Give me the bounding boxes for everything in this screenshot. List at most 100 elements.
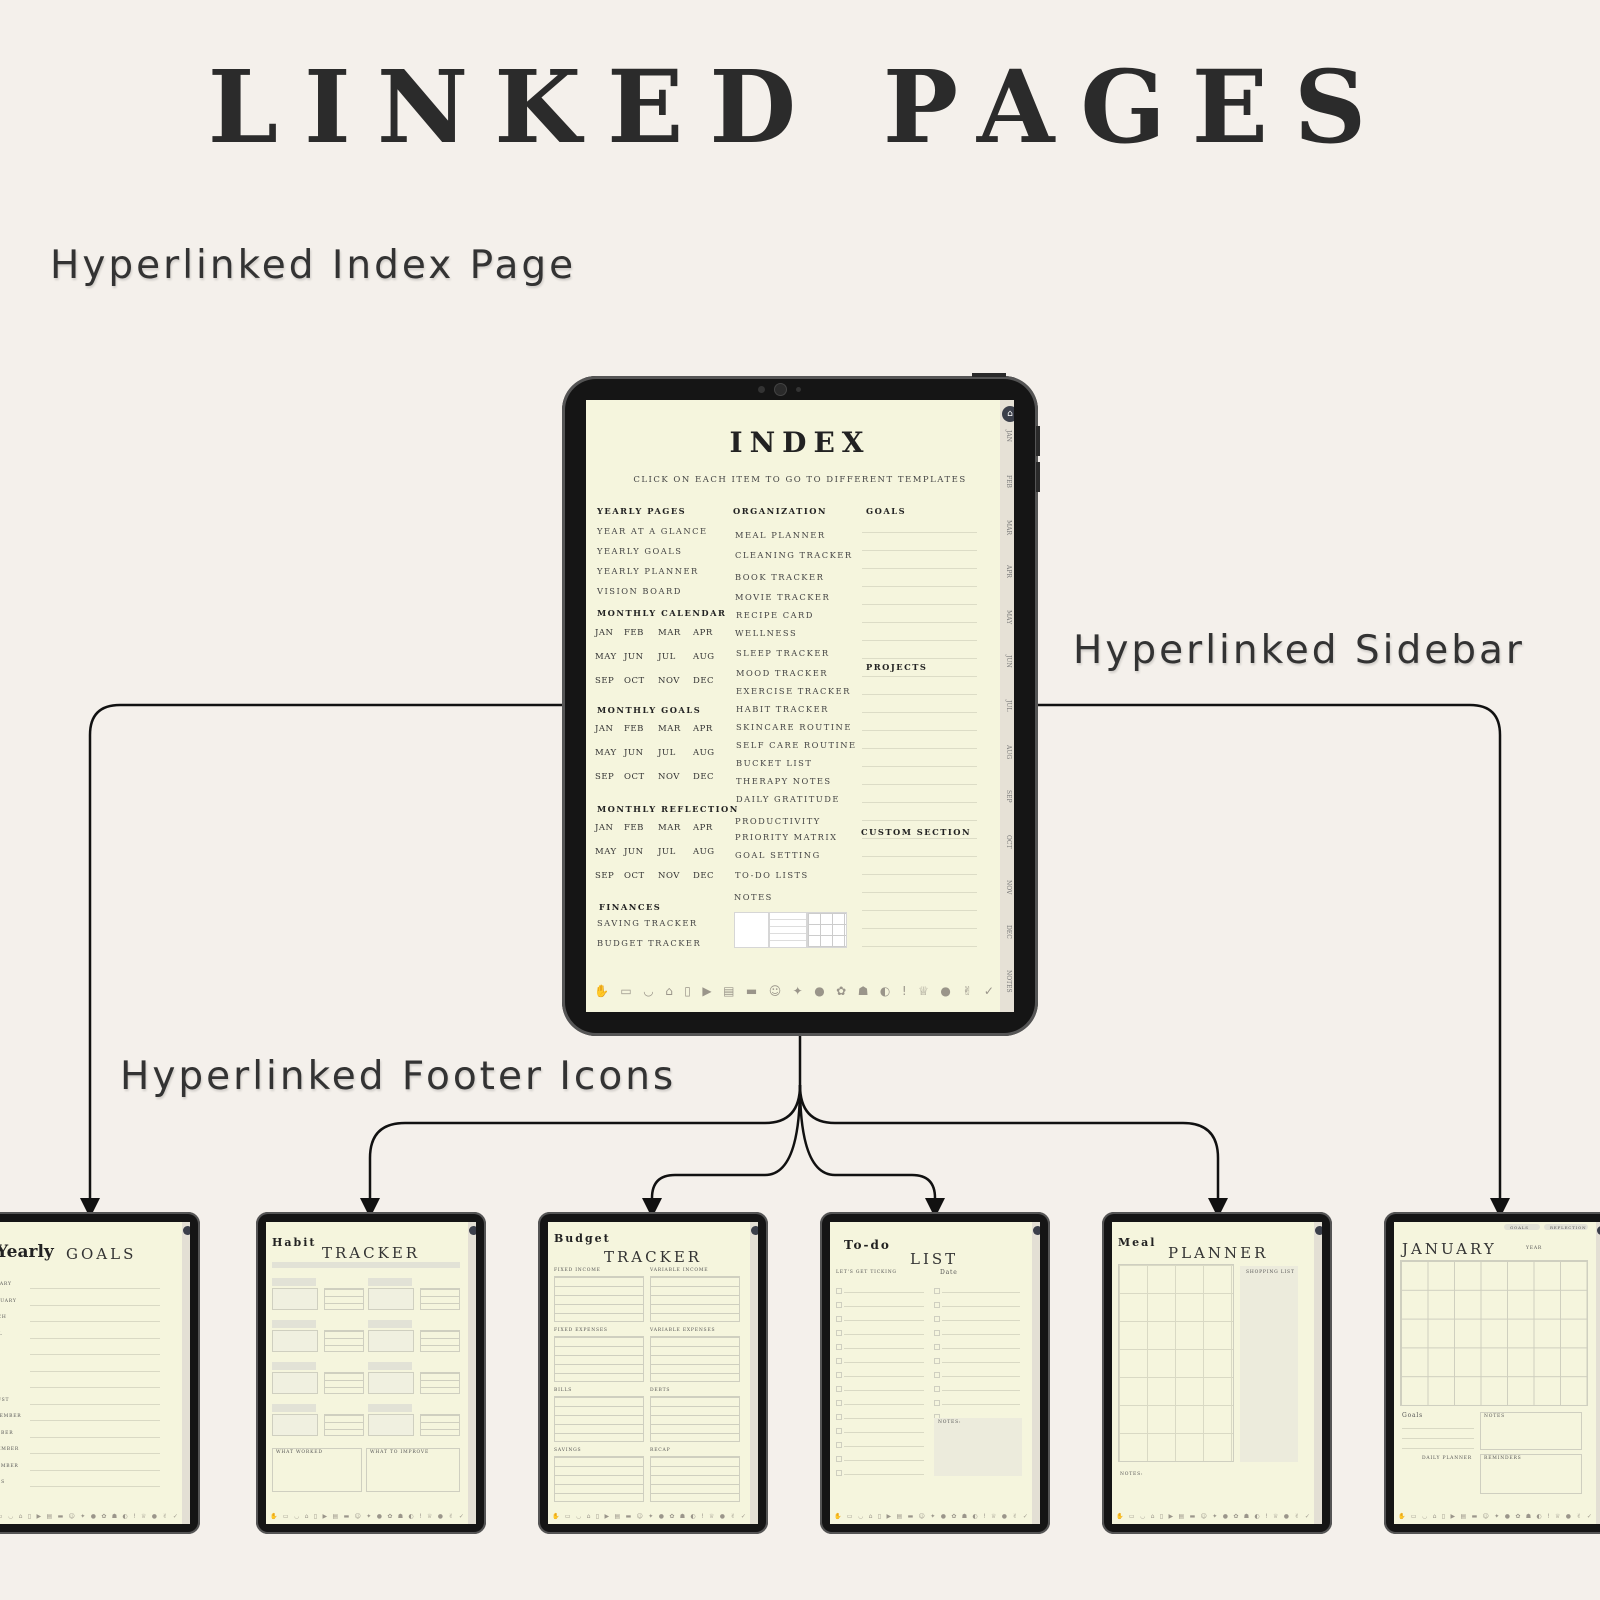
mood-icon[interactable]: ☺ <box>768 984 782 998</box>
exclamation-icon[interactable]: ! <box>1265 1513 1268 1520</box>
savings-icon[interactable]: ✋ <box>594 984 609 998</box>
movie-icon[interactable]: ▶ <box>604 1513 610 1520</box>
chat-icon[interactable]: ● <box>1565 1513 1572 1520</box>
notes-template-grid[interactable] <box>807 912 847 948</box>
savings-icon[interactable]: ✋ <box>552 1513 560 1520</box>
self-care-icon[interactable]: ☗ <box>857 984 869 998</box>
skincare-icon[interactable]: ✿ <box>669 1513 675 1520</box>
checkbox[interactable] <box>836 1372 842 1378</box>
sidebar-tab-feb[interactable]: FEB <box>1005 475 1012 488</box>
sidebar-tab-mar[interactable]: MAR <box>1005 520 1012 535</box>
recipe-icon[interactable]: ▤ <box>46 1513 53 1520</box>
movie-icon[interactable]: ▶ <box>322 1513 328 1520</box>
checkbox[interactable] <box>934 1400 940 1406</box>
link-cleaning-tracker[interactable]: CLEANING TRACKER <box>735 550 853 560</box>
cleaning-icon[interactable]: ⌂ <box>304 1513 309 1520</box>
check-icon[interactable]: ✓ <box>458 1513 464 1520</box>
cleaning-icon[interactable]: ⌂ <box>665 984 673 998</box>
skincare-icon[interactable]: ✿ <box>836 984 847 998</box>
link-goals-dec[interactable]: DEC <box>693 772 715 782</box>
link-reflection-jun[interactable]: JUN <box>624 847 644 857</box>
exclamation-icon[interactable]: ! <box>983 1513 986 1520</box>
mood-icon[interactable]: ☺ <box>354 1513 361 1520</box>
exclamation-icon[interactable]: ! <box>701 1513 704 1520</box>
bed-icon[interactable]: ▬ <box>1189 1513 1196 1520</box>
sidebar-tab-sep[interactable]: SEP <box>1005 790 1012 803</box>
thumbs-up-icon[interactable]: ✌ <box>162 1513 168 1520</box>
link-goals-jan[interactable]: JAN <box>595 724 614 734</box>
link-habit-tracker[interactable]: HABIT TRACKER <box>736 704 829 714</box>
home-icon[interactable] <box>1315 1226 1322 1235</box>
bowl-icon[interactable]: ◡ <box>1139 1513 1146 1520</box>
link-calendar-jan[interactable]: JAN <box>595 628 614 638</box>
checkbox[interactable] <box>836 1344 842 1350</box>
movie-icon[interactable]: ▶ <box>886 1513 892 1520</box>
link-goals-aug[interactable]: AUG <box>693 748 715 758</box>
bucket-icon[interactable]: ◐ <box>972 1513 978 1520</box>
trophy-icon[interactable]: ♕ <box>140 1513 147 1520</box>
link-notes[interactable]: NOTES <box>734 892 773 902</box>
trophy-icon[interactable]: ♕ <box>426 1513 433 1520</box>
thumb-meal-planner[interactable]: Meal PLANNER SHOPPING LIST NOTES: ✋▭◡⌂▯▶… <box>1102 1212 1332 1534</box>
link-calendar-jul[interactable]: JUL <box>658 652 676 662</box>
home-icon[interactable] <box>1597 1226 1600 1235</box>
sidebar-tab-jun[interactable]: JUN <box>1005 655 1012 668</box>
thumb-yearly-goals[interactable]: Yearly GOALS JANUARYFEBRUARYMARCHAPRILMA… <box>0 1212 200 1534</box>
recipe-icon[interactable]: ▤ <box>1178 1513 1185 1520</box>
book-icon[interactable]: ▯ <box>877 1513 882 1520</box>
exercise-icon[interactable]: ✦ <box>930 1513 936 1520</box>
link-reflection-may[interactable]: MAY <box>595 847 617 857</box>
link-vision-board[interactable]: VISION BOARD <box>597 586 682 596</box>
self-care-icon[interactable]: ☗ <box>961 1513 968 1520</box>
check-icon[interactable]: ✓ <box>1586 1513 1592 1520</box>
link-priority-matrix[interactable]: PRIORITY MATRIX <box>735 832 838 842</box>
checkbox[interactable] <box>934 1330 940 1336</box>
sidebar-tab-jul[interactable]: JUL <box>1005 700 1012 712</box>
exclamation-icon[interactable]: ! <box>901 984 907 998</box>
checkbox[interactable] <box>934 1316 940 1322</box>
link-year-at-a-glance[interactable]: YEAR AT A GLANCE <box>597 526 708 536</box>
link-reflection-sep[interactable]: SEP <box>595 871 615 881</box>
checkbox[interactable] <box>934 1302 940 1308</box>
checkbox[interactable] <box>836 1386 842 1392</box>
link-calendar-mar[interactable]: MAR <box>658 628 681 638</box>
self-care-icon[interactable]: ☗ <box>1525 1513 1532 1520</box>
link-calendar-feb[interactable]: FEB <box>624 628 644 638</box>
trophy-icon[interactable]: ♕ <box>1272 1513 1279 1520</box>
notes-template-dots[interactable] <box>734 912 769 948</box>
movie-icon[interactable]: ▶ <box>702 984 712 998</box>
book-icon[interactable]: ▯ <box>1159 1513 1164 1520</box>
checkbox[interactable] <box>836 1400 842 1406</box>
checkbox[interactable] <box>836 1442 842 1448</box>
exclamation-icon[interactable]: ! <box>419 1513 422 1520</box>
link-goals-nov[interactable]: NOV <box>658 772 680 782</box>
link-yearly-goals[interactable]: YEARLY GOALS <box>597 546 683 556</box>
link-to-do-lists[interactable]: TO-DO LISTS <box>735 870 809 880</box>
checkbox[interactable] <box>836 1428 842 1434</box>
sidebar-tab-notes[interactable]: NOTES <box>1005 970 1012 993</box>
link-goals-may[interactable]: MAY <box>595 748 617 758</box>
book-icon[interactable]: ▯ <box>27 1513 32 1520</box>
sidebar-tab-oct[interactable]: OCT <box>1005 835 1012 849</box>
chat-icon[interactable]: ● <box>940 984 951 998</box>
thumbs-up-icon[interactable]: ✌ <box>1294 1513 1300 1520</box>
cleaning-icon[interactable]: ⌂ <box>1150 1513 1155 1520</box>
sidebar-tab-nov[interactable]: NOV <box>1005 880 1012 895</box>
mood-icon[interactable]: ☺ <box>1482 1513 1489 1520</box>
bucket-icon[interactable]: ◐ <box>1254 1513 1260 1520</box>
bed-icon[interactable]: ▬ <box>1471 1513 1478 1520</box>
exercise-icon[interactable]: ✦ <box>648 1513 654 1520</box>
thumbs-up-icon[interactable]: ✌ <box>448 1513 454 1520</box>
link-goals-jul[interactable]: JUL <box>658 748 676 758</box>
movie-icon[interactable]: ▶ <box>1168 1513 1174 1520</box>
check-icon[interactable]: ✓ <box>1022 1513 1028 1520</box>
money-icon[interactable]: ▭ <box>282 1513 289 1520</box>
link-goal-setting[interactable]: GOAL SETTING <box>735 850 821 860</box>
bucket-icon[interactable]: ◐ <box>690 1513 696 1520</box>
exclamation-icon[interactable]: ! <box>1547 1513 1550 1520</box>
check-icon[interactable]: ✓ <box>740 1513 746 1520</box>
tab-reflection[interactable] <box>1544 1224 1588 1230</box>
link-reflection-jan[interactable]: JAN <box>595 823 614 833</box>
link-reflection-nov[interactable]: NOV <box>658 871 680 881</box>
checkbox[interactable] <box>934 1372 940 1378</box>
